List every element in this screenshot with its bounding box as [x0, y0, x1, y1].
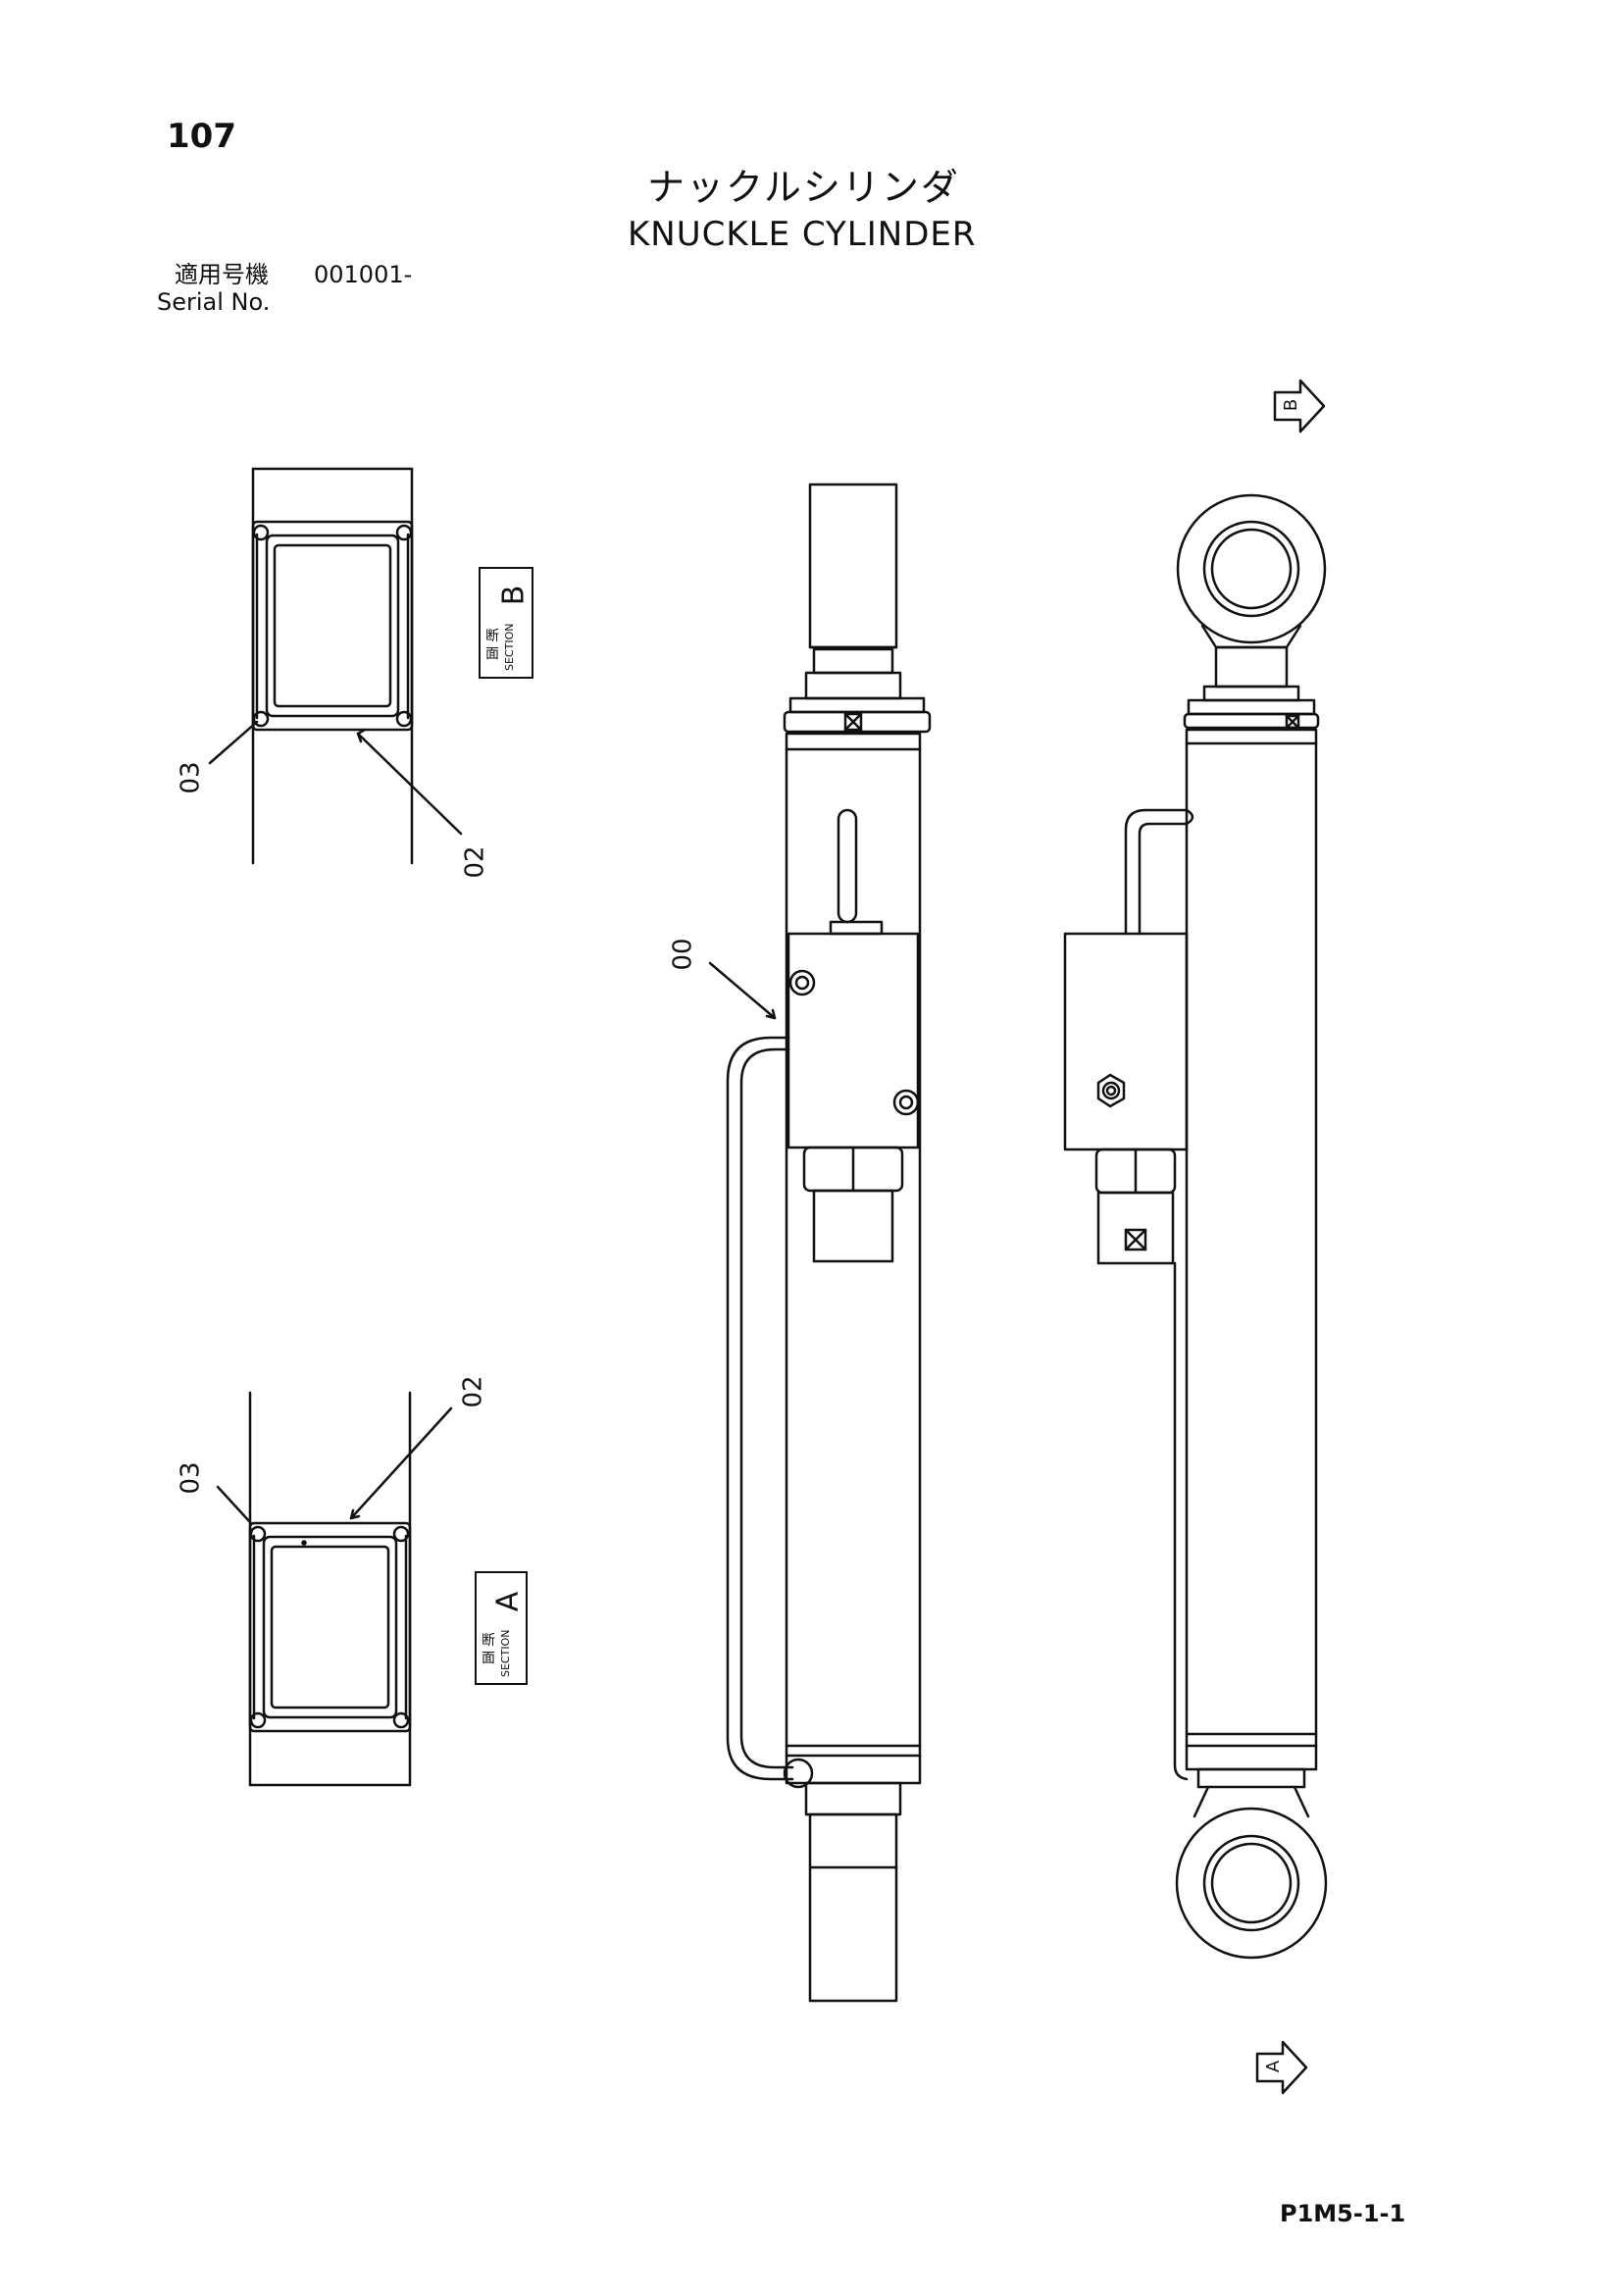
- section-b-jp-label: 断 面: [485, 629, 499, 662]
- callout-02-section-b: 02: [460, 845, 490, 879]
- section-a-detail: [216, 1391, 453, 1787]
- section-a-label: 断 面 SECTION A: [475, 1571, 528, 1685]
- title-japanese: ナックルシリンダ: [647, 166, 960, 209]
- serial-label-japanese: 適用号機: [175, 261, 269, 288]
- callout-03-section-b: 03: [176, 761, 206, 794]
- serial-label-english: Serial No.: [157, 288, 271, 316]
- callout-03-section-a: 03: [176, 1461, 206, 1495]
- callout-00: 00: [668, 938, 698, 971]
- view-arrow-a-letter: A: [1263, 2060, 1285, 2073]
- view-arrow-a: [1255, 2040, 1308, 2095]
- title-english: KNUCKLE CYLINDER: [628, 215, 977, 254]
- view-arrow-b: [1273, 379, 1326, 434]
- sheet-id: P1M5-1-1: [1280, 2200, 1406, 2227]
- section-b-label: 断 面 SECTION B: [479, 567, 533, 679]
- callout-02-section-a: 02: [458, 1375, 488, 1408]
- serial-number-value: 001001-: [314, 261, 413, 288]
- section-a-en-label: SECTION: [499, 1629, 512, 1677]
- cylinder-side-view: [1063, 493, 1328, 1960]
- view-arrow-b-letter: B: [1281, 398, 1302, 412]
- section-b-en-label: SECTION: [503, 623, 516, 671]
- section-a-jp-label: 断 面: [482, 1633, 495, 1666]
- page-number: 107: [167, 117, 236, 156]
- cylinder-front-view: [708, 483, 932, 2003]
- section-b-detail: [208, 467, 463, 865]
- section-a-letter: A: [490, 1591, 526, 1612]
- section-b-letter: B: [496, 585, 532, 606]
